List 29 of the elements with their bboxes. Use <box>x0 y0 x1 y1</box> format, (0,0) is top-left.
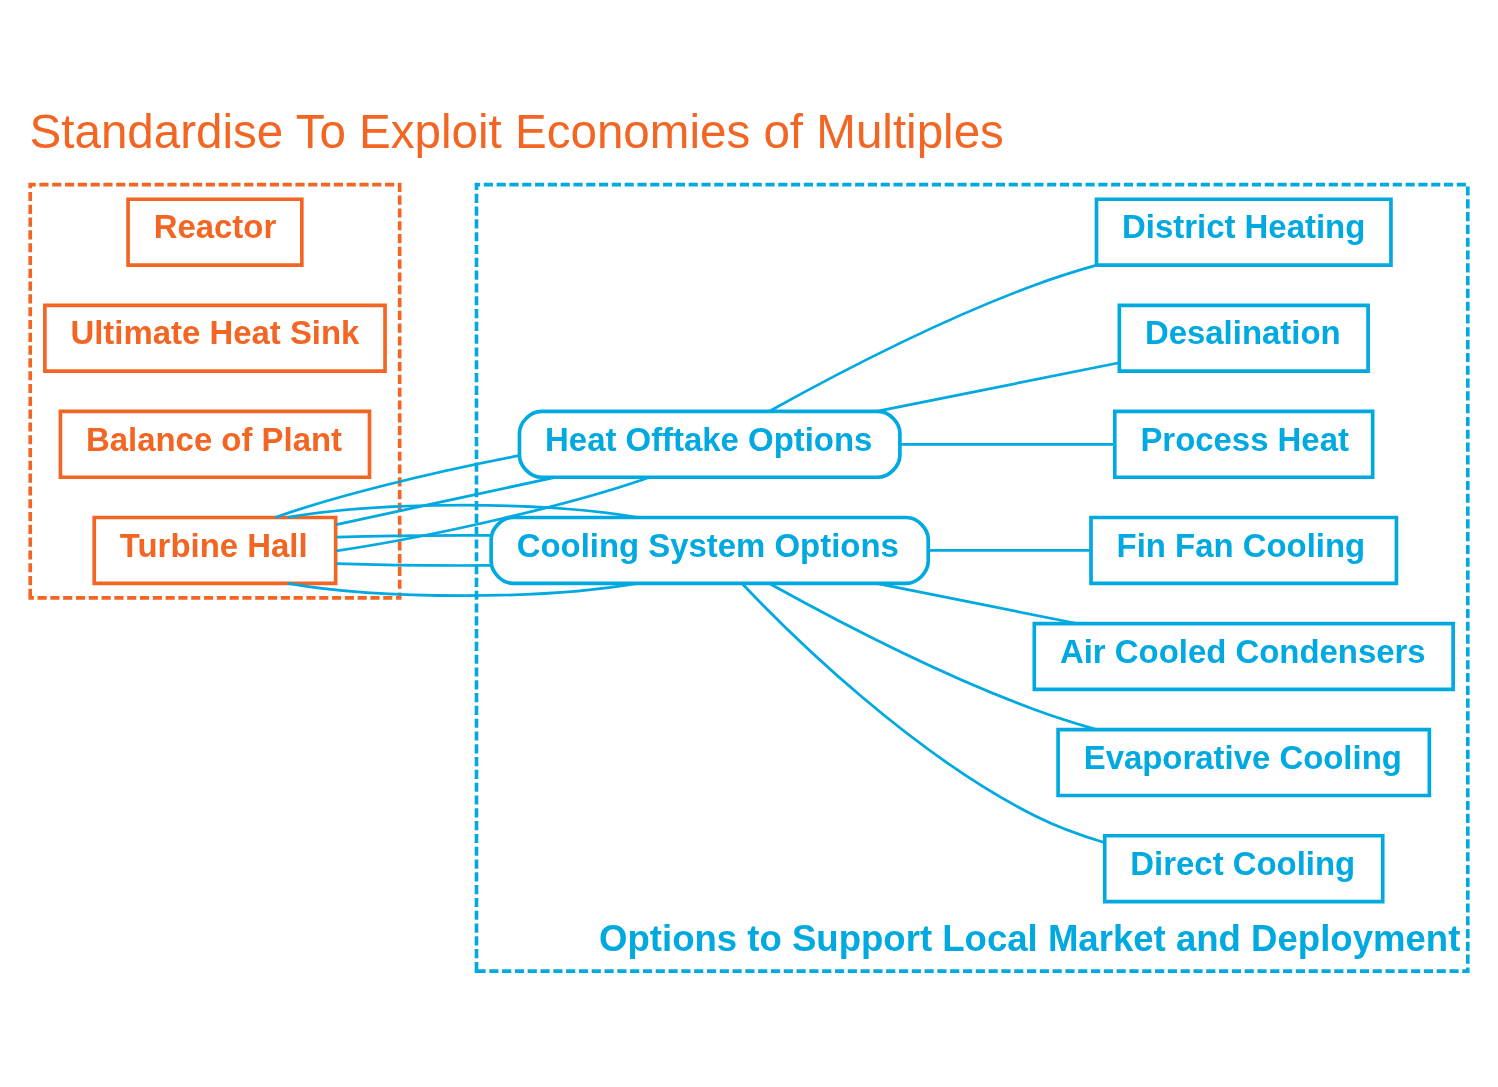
connector <box>741 582 1105 844</box>
cluster <box>28 182 402 600</box>
connector <box>336 561 491 567</box>
connector <box>287 581 638 597</box>
node-box: Cooling System Options <box>489 515 931 585</box>
node-box: Process Heat <box>1112 409 1375 479</box>
node-box: Desalination <box>1117 303 1370 373</box>
node-box: Air Cooled Condensers <box>1032 621 1455 691</box>
connector <box>336 475 556 526</box>
connector <box>876 581 1078 625</box>
connector <box>287 503 638 519</box>
node-box: Reactor <box>126 196 304 267</box>
node-box: Direct Cooling <box>1102 833 1385 903</box>
connector <box>336 533 491 539</box>
connector <box>768 581 1098 731</box>
diagram-title: Standardise To Exploit Economies of Multiples <box>29 104 1004 158</box>
node-box: Turbine Hall <box>92 515 338 585</box>
node-box: District Heating <box>1094 196 1393 267</box>
connector <box>336 475 651 552</box>
node-box: Heat Offtake Options <box>517 409 902 479</box>
node-box: Fin Fan Cooling <box>1089 515 1399 585</box>
connector <box>876 360 1120 413</box>
connector <box>900 442 1115 446</box>
connector <box>768 263 1098 412</box>
node-box: Balance of Plant <box>58 409 372 479</box>
connector <box>928 548 1091 552</box>
node-box: Evaporative Cooling <box>1056 727 1432 797</box>
connector <box>274 453 520 519</box>
node-box: Ultimate Heat Sink <box>43 303 387 373</box>
